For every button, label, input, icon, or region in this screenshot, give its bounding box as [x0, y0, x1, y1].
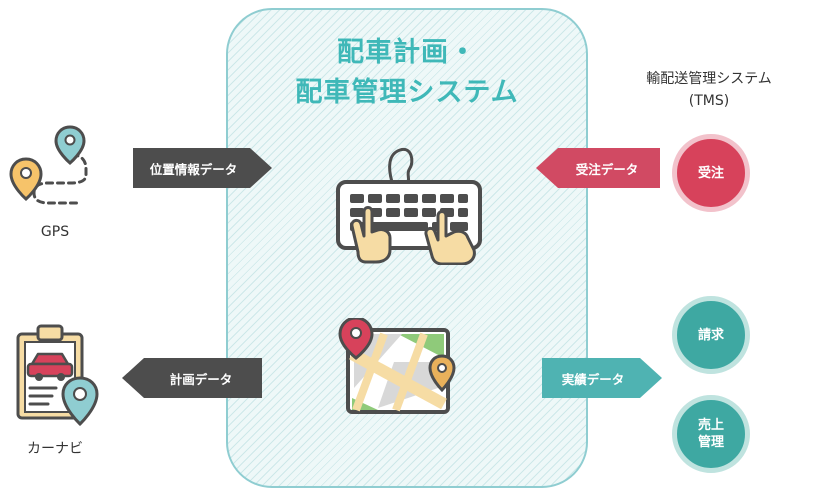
order-data-label: 受注データ [575, 161, 639, 177]
billing-circle: 請求 [672, 296, 750, 374]
sales-management-circle: 売上 管理 [672, 395, 750, 473]
order-data-arrow: 受注データ [536, 148, 660, 188]
plan-data-arrow: 計画データ [122, 358, 262, 398]
map-icon [338, 318, 456, 414]
result-data-label: 実績データ [561, 371, 625, 387]
tms-label-line2: (TMS) [688, 93, 730, 109]
keyboard-icon [336, 147, 482, 265]
gps-pin-icon [9, 125, 88, 205]
sales-circle-line2: 管理 [697, 435, 724, 450]
result-data-arrow: 実績データ [542, 358, 662, 398]
clipboard-car-icon [16, 324, 99, 427]
billing-circle-label: 請求 [697, 327, 724, 343]
order-circle: 受注 [672, 134, 750, 212]
order-circle-label: 受注 [697, 165, 724, 181]
plan-data-label: 計画データ [169, 371, 233, 387]
system-title-line2: 配車管理システム [295, 77, 519, 108]
tms-label: 輸配送管理システム (TMS) [620, 68, 798, 112]
tms-label-line1: 輸配送管理システム [646, 71, 772, 87]
location-data-label: 位置情報データ [149, 161, 238, 177]
car-navigation-label: カーナビ [27, 441, 83, 457]
gps-label: GPS [40, 224, 70, 240]
sales-circle-line1: 売上 [697, 418, 724, 433]
system-title-line1: 配車計画・ [337, 37, 477, 68]
location-data-arrow: 位置情報データ [133, 148, 272, 188]
